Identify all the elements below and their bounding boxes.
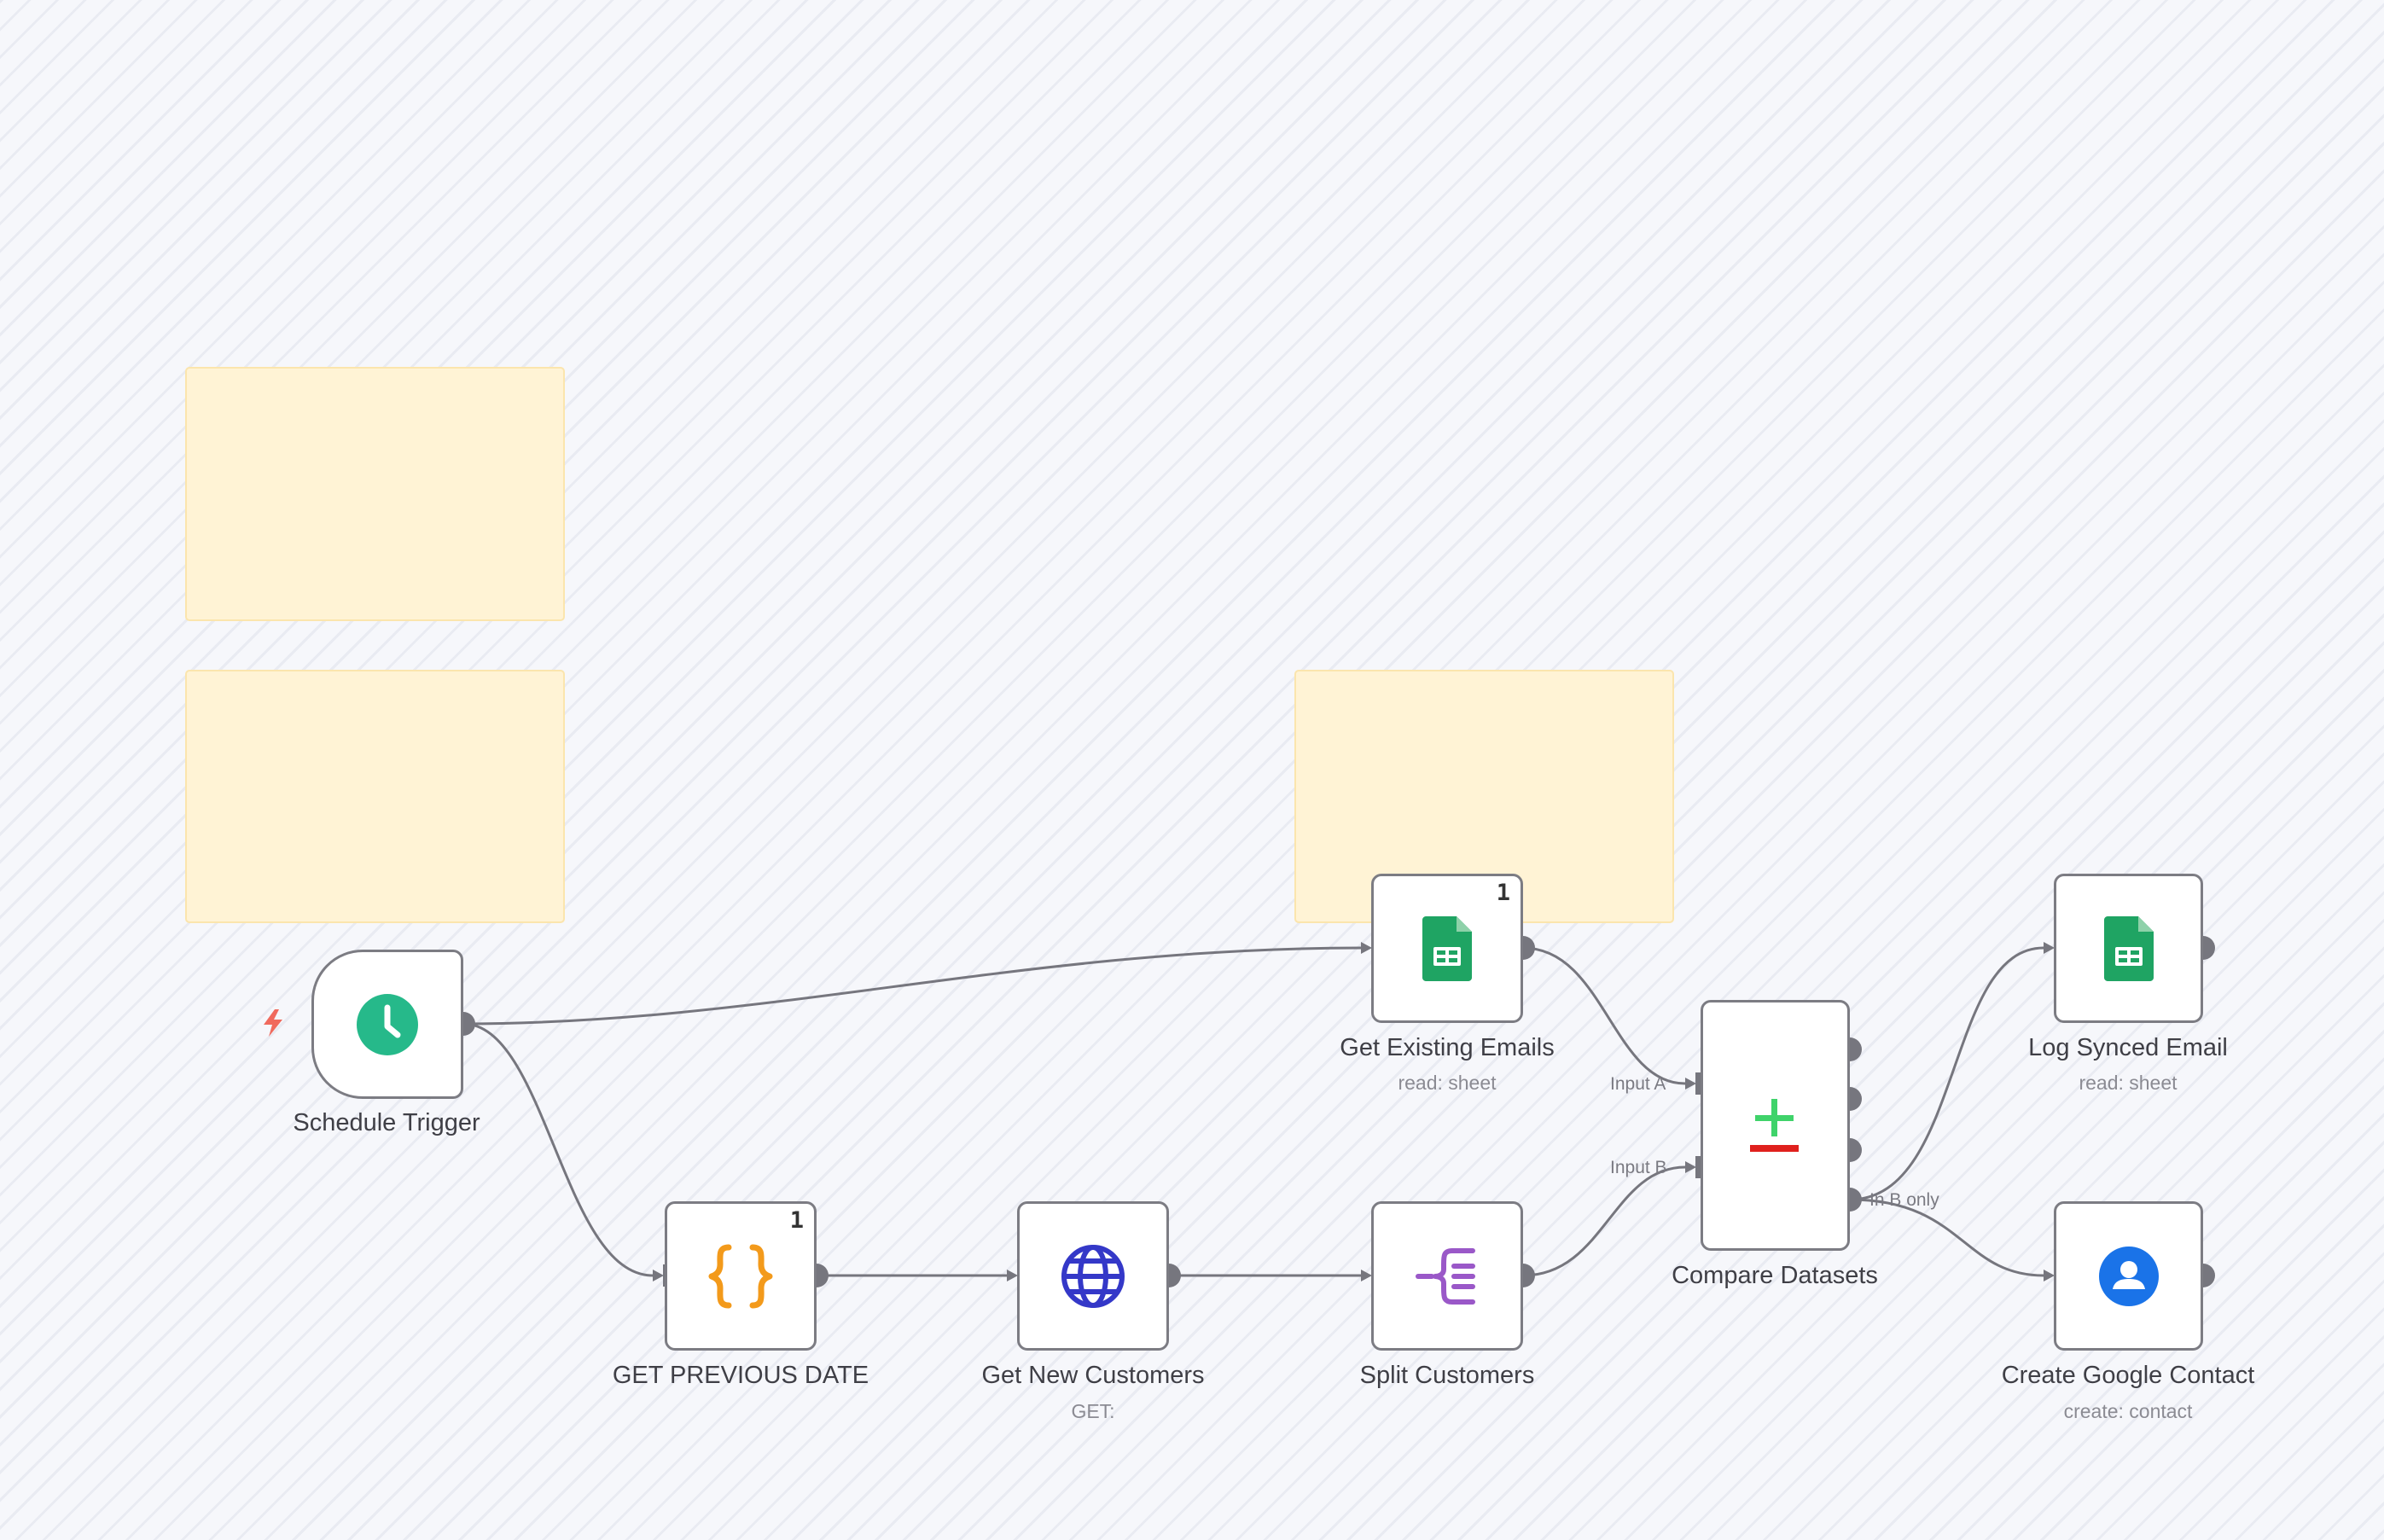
globe-icon <box>1061 1244 1125 1308</box>
input-arrow <box>1685 1078 1696 1090</box>
input-a-label: Input A <box>1610 1074 1666 1094</box>
node-label: Schedule Trigger <box>293 1109 480 1136</box>
node-label: Log Synced Email <box>2028 1034 2228 1061</box>
sticky-note[interactable] <box>185 367 565 621</box>
clock-icon <box>357 993 418 1055</box>
node-compare-datasets[interactable] <box>1701 1000 1850 1251</box>
node-subtitle: read: sheet <box>1398 1072 1497 1094</box>
node-get-previous-date[interactable]: 1 <box>665 1201 817 1351</box>
connection-compare-to-create-contact <box>1849 1198 2044 1277</box>
node-subtitle: read: sheet <box>2079 1072 2178 1094</box>
node-label: Split Customers <box>1359 1362 1535 1389</box>
output-b-only-label: In B only <box>1869 1190 1939 1210</box>
input-arrow <box>1007 1270 1018 1281</box>
input-arrow <box>1685 1161 1696 1173</box>
input-port <box>1695 1072 1701 1095</box>
connection-trigger-to-existing-emails <box>462 946 1362 1026</box>
node-label: GET PREVIOUS DATE <box>612 1362 869 1389</box>
input-arrow <box>2044 942 2055 954</box>
node-get-new-customers[interactable] <box>1017 1201 1169 1351</box>
node-label: Create Google Contact <box>2001 1362 2255 1389</box>
input-arrow <box>653 1270 664 1281</box>
node-log-synced-email[interactable] <box>2054 874 2203 1023</box>
input-arrow <box>2044 1270 2055 1281</box>
node-execution-badge: 1 <box>789 1207 804 1234</box>
connection-existing-emails-to-compare-a <box>1522 946 1686 1085</box>
connection-compare-to-log-email <box>1849 946 2044 1201</box>
google-sheets-icon <box>1422 915 1472 981</box>
input-port <box>1695 1156 1701 1178</box>
code-braces-icon <box>708 1244 773 1308</box>
split-out-icon <box>1416 1247 1475 1305</box>
google-contacts-icon <box>2098 1246 2159 1306</box>
sticky-note[interactable] <box>185 670 565 923</box>
input-b-label: Input B <box>1610 1158 1667 1177</box>
node-subtitle: GET: <box>1071 1400 1115 1422</box>
node-get-existing-emails[interactable]: 1 <box>1371 874 1523 1023</box>
connection-trigger-to-previous-date <box>462 1022 654 1277</box>
plus-minus-icon <box>1749 1099 1799 1152</box>
input-arrow <box>1361 942 1372 954</box>
node-schedule-trigger[interactable] <box>311 950 463 1099</box>
connection-split-to-compare-b <box>1522 1165 1686 1277</box>
trigger-bolt-icon <box>264 1009 282 1037</box>
node-label: Get New Customers <box>981 1362 1205 1389</box>
node-subtitle: create: contact <box>2063 1400 2193 1422</box>
google-sheets-icon <box>2103 915 2154 981</box>
node-label: Compare Datasets <box>1672 1262 1878 1289</box>
node-split-customers[interactable] <box>1371 1201 1523 1351</box>
node-create-google-contact[interactable] <box>2054 1201 2203 1351</box>
node-execution-badge: 1 <box>1496 880 1510 906</box>
input-arrow <box>1361 1270 1372 1281</box>
node-label: Get Existing Emails <box>1340 1034 1555 1061</box>
